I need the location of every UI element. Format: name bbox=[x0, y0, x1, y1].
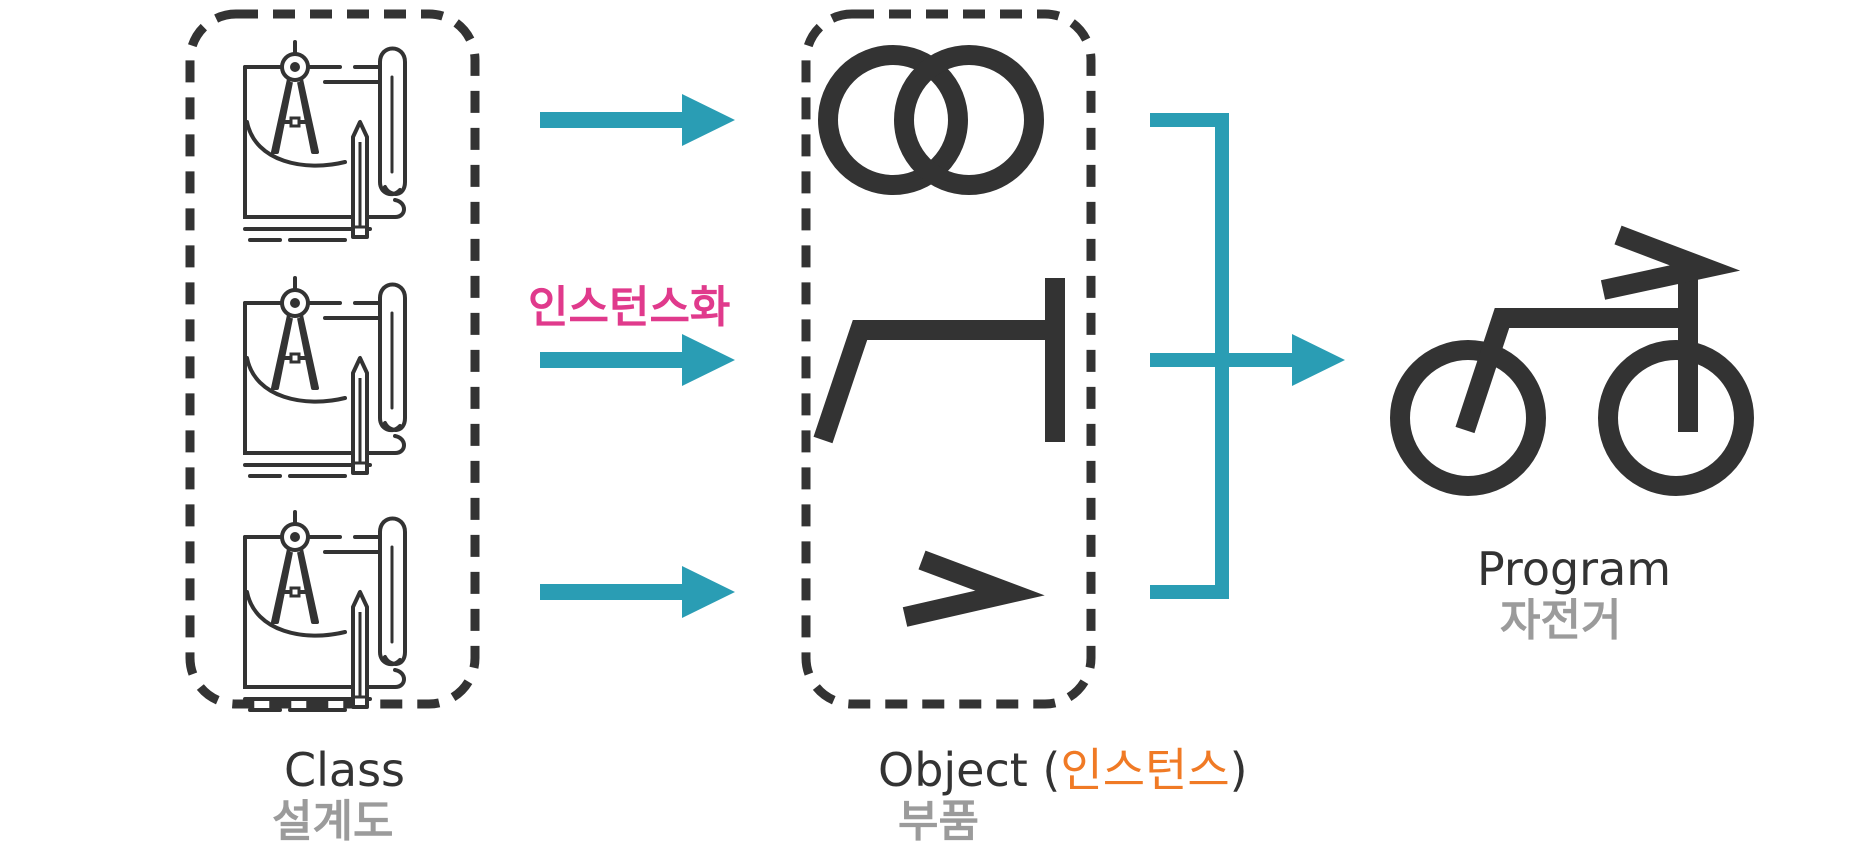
program-title: Program bbox=[1477, 542, 1672, 596]
handlebar-icon bbox=[902, 550, 1045, 627]
object-title: Object (인스턴스) bbox=[878, 747, 1248, 793]
class-title: Class bbox=[284, 743, 406, 797]
object-title-suffix: ) bbox=[1229, 743, 1248, 797]
program-subtitle: 자전거 bbox=[1500, 595, 1622, 646]
instantiation-arrow bbox=[540, 94, 735, 146]
bicycle-icon bbox=[1390, 225, 1754, 496]
object-title-highlight: 인스턴스 bbox=[1060, 743, 1230, 797]
object-title-prefix: Object ( bbox=[878, 743, 1061, 797]
frame-icon bbox=[813, 278, 1065, 444]
class-subtitle: 설계도 bbox=[272, 796, 394, 847]
blueprint-icon bbox=[243, 276, 407, 478]
object-subtitle: 부품 bbox=[898, 796, 979, 847]
blueprint-icon bbox=[243, 510, 407, 712]
combine-connector bbox=[1150, 113, 1302, 599]
class-group-box bbox=[185, 9, 480, 709]
combine-arrowhead bbox=[1292, 334, 1345, 386]
instantiation-arrow bbox=[540, 566, 735, 618]
object-group-box bbox=[801, 9, 1096, 709]
blueprint-icon bbox=[243, 40, 407, 242]
instantiation-label: 인스턴스화 bbox=[528, 282, 731, 333]
instantiation-arrow bbox=[540, 334, 735, 386]
wheels-icon bbox=[818, 45, 1044, 195]
